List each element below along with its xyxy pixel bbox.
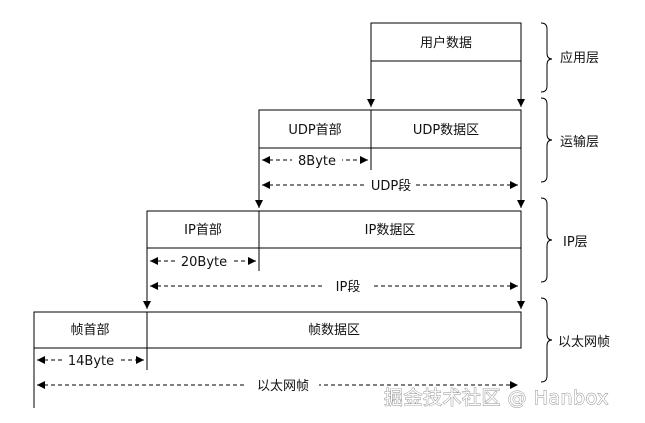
user-data-label: 用户数据 [420, 35, 472, 51]
frame-data-label: 帧数据区 [308, 323, 360, 338]
brace-application [540, 22, 553, 93]
ip-header-label: IP首部 [184, 223, 222, 238]
ip-header-size-bg [176, 253, 232, 269]
brace-transport [540, 97, 553, 183]
ip-segment-label: IP段 [336, 280, 361, 295]
udp-data-box [370, 109, 522, 149]
udp-header-label: UDP首部 [288, 123, 341, 138]
frame-header-size-label: 14Byte [68, 354, 114, 369]
udp-header-size-label: 8Byte [298, 154, 336, 169]
ip-data-box [258, 210, 522, 249]
udp-data-label: UDP数据区 [413, 123, 479, 138]
frame-segment-label: 以太网帧 [257, 379, 309, 394]
frame-header-box [33, 311, 148, 349]
frame-segment-bg [247, 377, 319, 393]
brace-ip [540, 197, 553, 283]
ip-data-label: IP数据区 [365, 223, 416, 238]
frame-header-size-bg [63, 352, 119, 368]
ip-segment-bg [325, 278, 371, 294]
frame-data-box [146, 311, 522, 349]
layer-name-ip: IP层 [563, 235, 588, 250]
layer-name-frame: 以太网帧 [558, 335, 610, 350]
udp-header-size-bg [292, 152, 342, 168]
layer-name-transport: 运输层 [560, 134, 599, 150]
watermark: 掘金技术社区 @ Hanbox [384, 387, 609, 409]
udp-segment-label: UDP段 [371, 179, 411, 194]
layer-name-application: 应用层 [560, 50, 599, 66]
udp-header-box [258, 109, 372, 149]
udp-segment-bg [366, 177, 416, 193]
user-data-box [370, 22, 522, 62]
ip-header-size-label: 20Byte [181, 255, 227, 270]
brace-frame [540, 297, 553, 383]
frame-header-label: 帧首部 [70, 323, 109, 338]
ip-header-box [146, 210, 260, 249]
